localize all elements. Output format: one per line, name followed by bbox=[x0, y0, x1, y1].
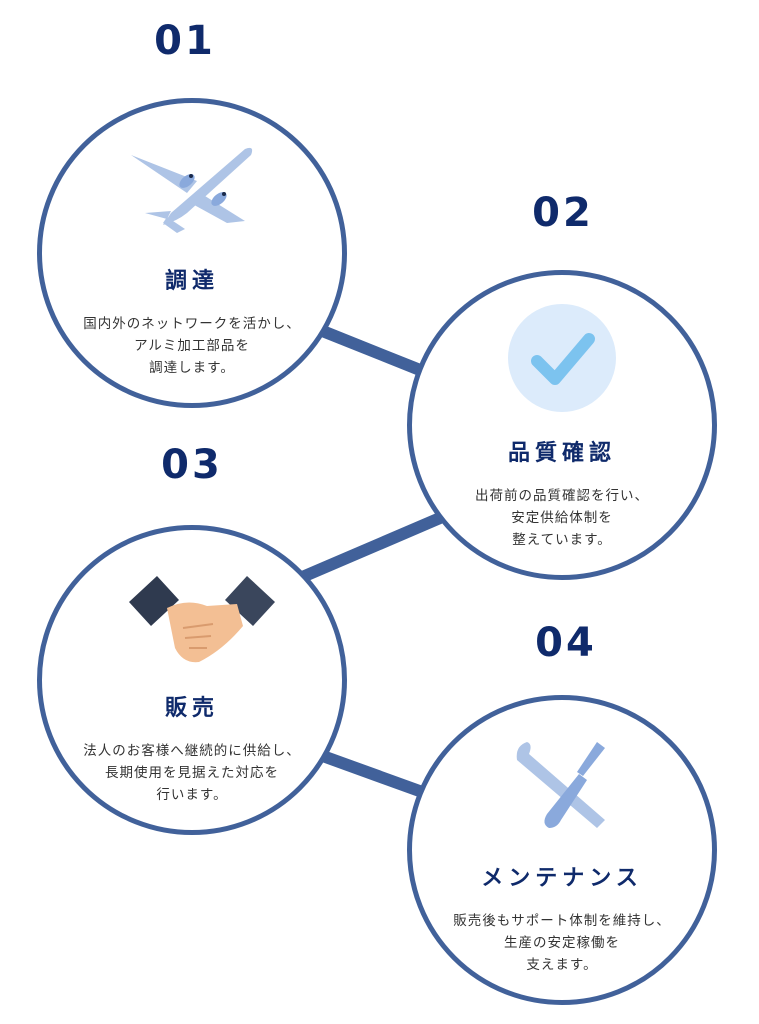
step-title: 品質確認 bbox=[507, 441, 616, 466]
desc-line: 整えています。 bbox=[512, 532, 612, 548]
desc-line: 支えます。 bbox=[526, 957, 598, 973]
step-description: 法人のお客様へ継続的に供給し、 長期使用を見据えた対応を 行います。 bbox=[42, 740, 342, 806]
connector-2-3 bbox=[297, 512, 443, 584]
desc-line: 調達します。 bbox=[149, 360, 235, 376]
step-number-03: 03 bbox=[161, 442, 223, 488]
desc-line: 長期使用を見据えた対応を bbox=[105, 765, 279, 781]
step-circle-maintenance: メンテナンス 販売後もサポート体制を維持し、 生産の安定稼働を 支えます。 bbox=[407, 695, 717, 1005]
handshake-icon bbox=[127, 568, 275, 668]
desc-line: 出荷前の品質確認を行い、 bbox=[475, 488, 649, 504]
connector-3-4 bbox=[317, 749, 428, 799]
step-title: 販売 bbox=[164, 696, 219, 721]
step-description: 出荷前の品質確認を行い、 安定供給体制を 整えています。 bbox=[412, 485, 712, 551]
connector-1-2 bbox=[317, 324, 428, 378]
step-number-04: 04 bbox=[535, 620, 597, 666]
step-title: 調達 bbox=[164, 269, 219, 294]
step-circle-procurement: 調達 国内外のネットワークを活かし、 アルミ加工部品を 調達します。 bbox=[37, 98, 347, 408]
wrench-screwdriver-icon bbox=[497, 732, 627, 832]
desc-line: 安定供給体制を bbox=[511, 510, 613, 526]
step-number-02: 02 bbox=[532, 190, 594, 236]
step-number-01: 01 bbox=[154, 18, 216, 64]
desc-line: 行います。 bbox=[156, 787, 228, 803]
step-title: メンテナンス bbox=[481, 866, 643, 891]
desc-line: アルミ加工部品を bbox=[134, 338, 250, 354]
desc-line: 国内外のネットワークを活かし、 bbox=[83, 316, 301, 332]
step-description: 販売後もサポート体制を維持し、 生産の安定稼働を 支えます。 bbox=[412, 910, 712, 976]
desc-line: 販売後もサポート体制を維持し、 bbox=[453, 913, 671, 929]
airplane-icon bbox=[127, 141, 257, 241]
step-description: 国内外のネットワークを活かし、 アルミ加工部品を 調達します。 bbox=[42, 313, 342, 379]
desc-line: 生産の安定稼働を bbox=[504, 935, 620, 951]
desc-line: 法人のお客様へ継続的に供給し、 bbox=[83, 743, 301, 759]
checkmark-icon bbox=[497, 303, 627, 412]
step-circle-quality-check: 品質確認 出荷前の品質確認を行い、 安定供給体制を 整えています。 bbox=[407, 270, 717, 580]
step-circle-sales: 販売 法人のお客様へ継続的に供給し、 長期使用を見据えた対応を 行います。 bbox=[37, 525, 347, 835]
